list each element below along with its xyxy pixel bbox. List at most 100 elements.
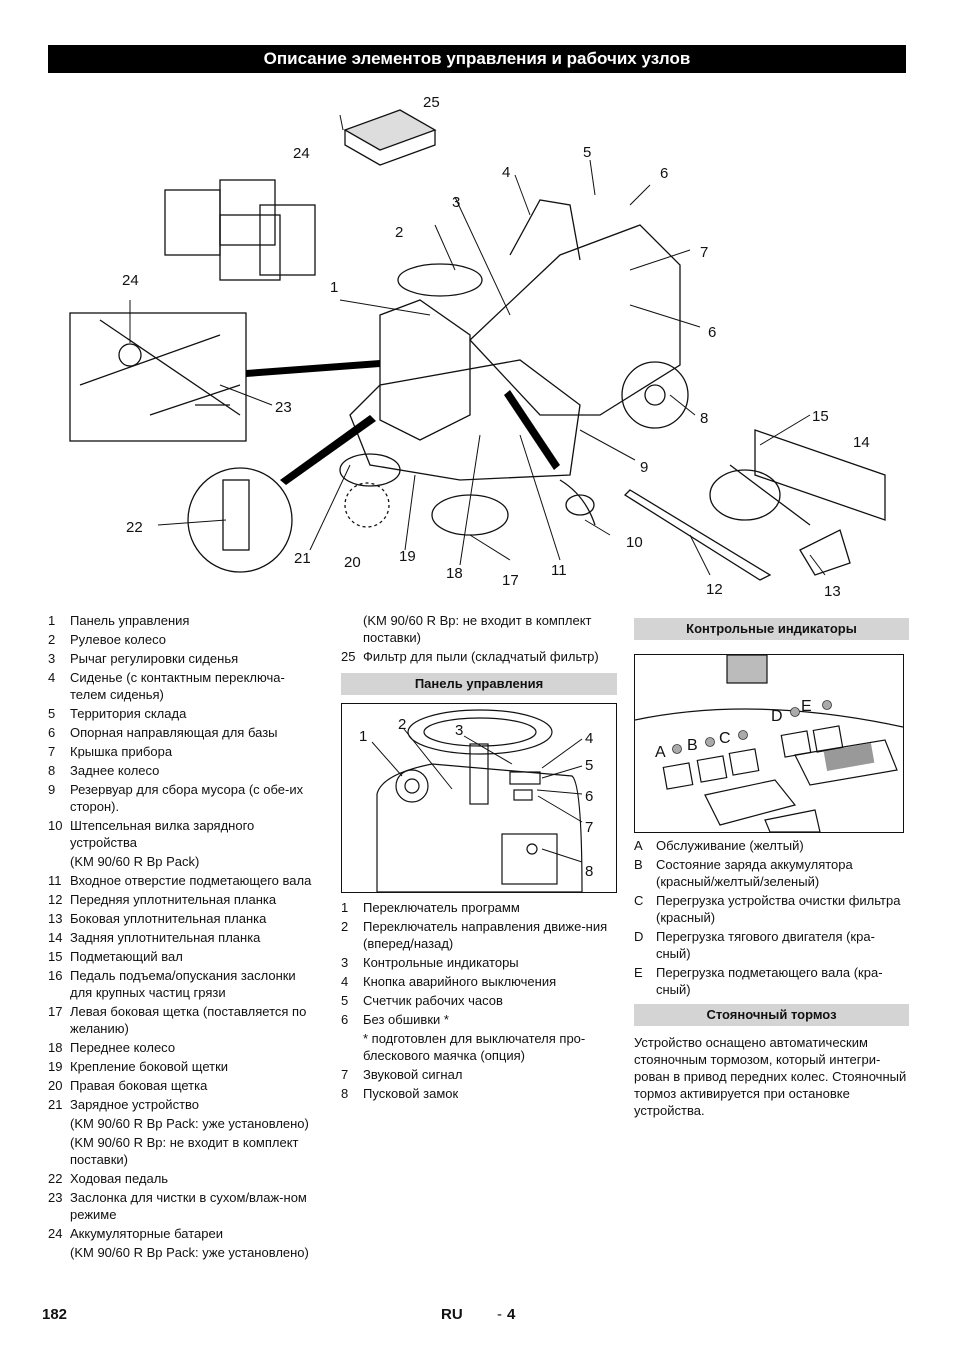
list-item-number: 2: [48, 632, 56, 647]
list-item: 25 Фильтр для пыли (складчатый фильтр): [341, 648, 617, 665]
list-item: (KM 90/60 R Bp: не входит в комплект пос…: [48, 1134, 320, 1168]
list-item-number: [48, 1134, 70, 1168]
list-item-text: Перегрузка тягового двигателя (кра-сный): [656, 929, 875, 961]
list-item-text: Пусковой замок: [363, 1086, 459, 1101]
list-item-text: Кнопка аварийного выключения: [363, 974, 557, 989]
list-item-text: Переключатель программ: [363, 900, 520, 915]
ind-callout-E: E: [801, 698, 812, 715]
list-item-number: C: [634, 893, 644, 908]
list-item-number: 19: [48, 1059, 63, 1074]
cp-callout-7: 7: [585, 819, 593, 836]
callout-10: 10: [626, 534, 643, 551]
indicators-heading: Контрольные индикаторы: [634, 618, 909, 640]
list-item-number: 11: [48, 873, 62, 888]
list-item-text: Штепсельная вилка зарядного устройства: [70, 818, 255, 850]
list-item-number: 25: [341, 649, 356, 664]
list-item-text: Звуковой сигнал: [363, 1067, 463, 1082]
list-item-text: Передняя уплотнительная планка: [70, 892, 277, 907]
ind-callout-D: D: [771, 708, 783, 725]
list-item-text: Подметающий вал: [70, 949, 183, 964]
list-item-text: Педаль подъема/опускания заслонки для кр…: [70, 968, 296, 1000]
callout-4: 4: [502, 164, 510, 181]
callout-18: 19: [399, 548, 416, 565]
callout-12: 12: [706, 581, 723, 598]
list-item-number: 2: [341, 919, 349, 934]
list-item-number: 14: [48, 930, 63, 945]
list-item-number: 20: [48, 1078, 63, 1093]
callout-5: 5: [583, 144, 591, 161]
list-item-text: Переключатель направления движе-ния (впе…: [363, 919, 608, 951]
list-item-number: 3: [48, 651, 56, 666]
list-item-number: 15: [48, 949, 63, 964]
list-item: (KM 90/60 R Bp: не входит в комплект пос…: [341, 612, 617, 646]
list-item-text: Переднее колесо: [70, 1040, 176, 1055]
indicators-col: Контрольные индикаторы: [634, 610, 909, 1119]
ind-callout-C: C: [719, 730, 731, 747]
list-item-text: Рычаг регулировки сиденья: [70, 651, 239, 666]
list-item-number: 17: [48, 1004, 63, 1019]
callout-17: 18: [446, 565, 463, 582]
callout-22: 23: [275, 399, 292, 416]
list-item-number: 10: [48, 818, 63, 833]
cp-callout-3: 3: [455, 722, 463, 739]
list-item-text: (KM 90/60 R Bp Pack): [70, 854, 200, 869]
section-title: Описание элементов управления и рабочих …: [48, 45, 906, 73]
cp-callout-1: 1: [359, 728, 367, 745]
callout-6-top: 6: [660, 165, 668, 182]
list-item-text: Без обшивки *: [363, 1012, 449, 1027]
list-item-number: B: [634, 857, 643, 872]
list-item: 10 Штепсельная вилка зарядного устройства: [48, 817, 320, 851]
list-item-text: Фильтр для пыли (складчатый фильтр): [363, 649, 599, 664]
footer-separator: -: [497, 1306, 502, 1323]
list-item-text: Сиденье (с контактным переключа-телем си…: [70, 670, 285, 702]
list-item: (KM 90/60 R Bp Pack: уже установлено): [48, 1115, 320, 1132]
list-item-number: 5: [341, 993, 349, 1008]
list-item-number: 6: [48, 725, 56, 740]
cp-callout-2: 2: [398, 716, 406, 733]
page-number: 182: [42, 1306, 68, 1323]
list-item-number: 1: [48, 613, 56, 628]
list-item-text: Состояние заряда аккумулятора (красный/ж…: [656, 857, 853, 889]
list-item-text: Левая боковая щетка (поставляется по жел…: [70, 1004, 307, 1036]
cp-callout-4: 4: [585, 730, 593, 747]
list-item-text: Перегрузка устройства очистки фильтра (к…: [656, 893, 901, 925]
list-item-number: [341, 612, 363, 646]
list-item-text: Ходовая педаль: [70, 1171, 169, 1186]
list-item-number: 5: [48, 706, 56, 721]
list-item: 5 Счетчик рабочих часов: [341, 992, 617, 1009]
list-item-number: 9: [48, 782, 56, 797]
list-item-number: 8: [48, 763, 56, 778]
list-item: 15 Подметающий вал: [48, 948, 320, 965]
callout-24: 24: [293, 145, 310, 162]
list-item-number: 18: [48, 1040, 63, 1055]
callout-23: 24: [122, 272, 139, 289]
list-item-text: (KM 90/60 R Bp Pack: уже установлено): [70, 1116, 309, 1131]
brake-text: Устройство оснащено автоматическим стоян…: [634, 1035, 907, 1118]
callout-11: 11: [551, 562, 567, 579]
list-item: 2 Переключатель направления движе-ния (вп…: [341, 918, 617, 952]
list-item-number: 16: [48, 968, 63, 983]
callout-8: 8: [700, 410, 708, 427]
list-item-number: 21: [48, 1097, 63, 1112]
callout-14: 14: [853, 434, 870, 451]
footer-page-index: 4: [507, 1306, 516, 1323]
list-item-text: Аккумуляторные батареи: [70, 1226, 223, 1241]
list-item-text: Счетчик рабочих часов: [363, 993, 503, 1008]
cp-callout-8: 8: [585, 863, 593, 880]
